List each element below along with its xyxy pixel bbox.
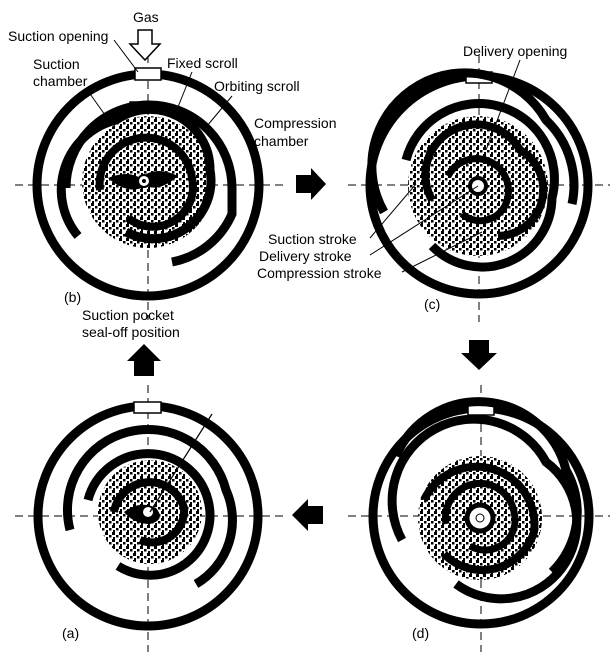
fixed-scroll-wrap	[63, 425, 237, 588]
suction-pocket-label-line2: seal-off position	[82, 324, 180, 340]
inner-scroll-wrap	[110, 478, 189, 547]
arrow-up-icon	[127, 344, 161, 376]
delivery-stroke-leader	[369, 185, 479, 256]
delivery-opening-label: Delivery opening	[463, 43, 567, 59]
arrow-right-icon	[296, 168, 326, 200]
delivery-opening-leader	[485, 59, 521, 151]
orbiting-scroll-wrap	[56, 104, 216, 244]
compression-stroke-leader	[401, 231, 483, 273]
panel-b: (b)	[15, 55, 283, 320]
panel-c-label: (c)	[424, 296, 440, 312]
panel-d: (d)	[348, 385, 610, 652]
panel-a-label: (a)	[62, 625, 79, 641]
suction-stroke-label: Suction stroke	[268, 231, 357, 247]
delivery-stroke-label: Delivery stroke	[259, 248, 352, 264]
suction-opening-label: Suction opening	[8, 28, 108, 44]
inner-scroll-wrap-2	[444, 155, 512, 225]
suction-stroke-leader	[369, 183, 417, 239]
compression-chamber-label-line1: Compression	[254, 115, 336, 131]
fixed-scroll-leader	[175, 71, 193, 113]
orbiting-scroll-label: Orbiting scroll	[214, 78, 300, 94]
panel-a: (a)	[15, 385, 283, 652]
orbiting-scroll-wrap	[401, 99, 559, 272]
arrow-down-icon	[461, 340, 497, 370]
compression-stroke-label: Compression stroke	[257, 265, 382, 281]
inner-scroll-wrap	[420, 462, 539, 575]
fixed-scroll-label: Fixed scroll	[167, 55, 238, 71]
suction-chamber-label-line1: Suction	[33, 56, 80, 72]
panel-c: (c)	[348, 55, 610, 322]
center-dot	[142, 179, 146, 183]
orbiting-scroll-wrap	[387, 414, 582, 604]
arrow-left-icon	[292, 499, 323, 531]
compression-chamber-label-line2: chamber	[254, 133, 309, 149]
inner-scroll-wrap-2	[442, 479, 519, 554]
orbiting-scroll-leader	[206, 95, 233, 127]
inner-scroll-wrap	[421, 120, 548, 240]
panel-b-annotations: Gas Suction opening Suction chamber Fixe…	[8, 9, 300, 127]
suction-chamber-leader	[87, 90, 111, 123]
inner-scroll-wrap	[95, 133, 197, 231]
suction-chamber-label-line2: chamber	[33, 73, 88, 89]
orbiting-scroll-wrap	[83, 449, 215, 580]
panel-b-label: (b)	[64, 289, 81, 305]
gas-inlet-arrow-icon	[128, 29, 162, 62]
scroll-core-hole	[475, 513, 485, 523]
suction-opening-port	[133, 401, 162, 414]
scroll-core-hole	[143, 507, 153, 517]
suction-opening-port	[134, 67, 162, 81]
fixed-scroll-wrap	[367, 68, 579, 215]
gas-label: Gas	[133, 9, 159, 25]
seal-off-leader	[149, 413, 213, 513]
suction-opening-leader	[113, 39, 139, 73]
suction-pocket-label-line1: Suction pocket	[82, 307, 174, 323]
panel-d-label: (d)	[412, 625, 429, 641]
panel-c-annotations: Delivery opening Suction stroke Delivery…	[257, 43, 567, 281]
